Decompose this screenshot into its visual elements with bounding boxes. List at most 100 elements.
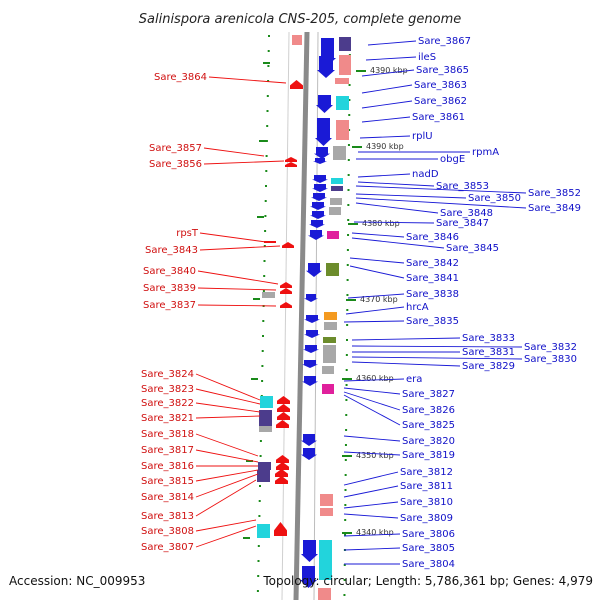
tick-dot bbox=[258, 515, 261, 517]
left-leader-line bbox=[195, 433, 259, 457]
tick-dot bbox=[261, 350, 264, 352]
left-gene-label: Sare_3843 bbox=[145, 245, 198, 256]
right-gene-label: Sare_3831 bbox=[462, 347, 515, 358]
tick-dot bbox=[344, 534, 347, 536]
forward-gene-arrow bbox=[306, 263, 322, 277]
right-leader-line bbox=[349, 265, 405, 279]
tick-dot bbox=[346, 294, 349, 296]
cog-block bbox=[323, 337, 336, 343]
forward-gene-arrow bbox=[308, 230, 324, 240]
right-leader-line bbox=[343, 513, 399, 519]
left-leader-line bbox=[195, 388, 261, 405]
left-leader-line bbox=[197, 304, 277, 307]
tick-dot bbox=[345, 399, 348, 401]
forward-gene-arrow bbox=[301, 434, 317, 446]
cog-block bbox=[259, 426, 272, 432]
left-gene-label: Sare_3839 bbox=[143, 283, 196, 294]
right-gene-label: Sare_3826 bbox=[402, 405, 455, 416]
tick-mark bbox=[257, 216, 264, 218]
right-leader-line bbox=[347, 293, 405, 299]
tick-dot bbox=[343, 564, 346, 566]
forward-gene-arrow bbox=[304, 330, 320, 338]
right-leader-line bbox=[351, 345, 523, 348]
tick-dot bbox=[346, 279, 349, 281]
right-gene-label: Sare_3847 bbox=[436, 218, 489, 229]
right-leader-line bbox=[361, 69, 415, 77]
reverse-gene-arrow bbox=[285, 162, 297, 167]
forward-gene-arrow bbox=[309, 220, 325, 228]
tick-dot bbox=[343, 594, 346, 596]
tick-dot bbox=[259, 455, 262, 457]
right-gene-label: rplU bbox=[412, 131, 433, 142]
reverse-gene-arrow bbox=[276, 455, 289, 463]
left-leader-line bbox=[195, 449, 259, 463]
tick-dot bbox=[348, 99, 351, 101]
tick-dot bbox=[265, 155, 268, 157]
tick-dot bbox=[263, 245, 266, 247]
tick-dot bbox=[347, 174, 350, 176]
right-leader-line bbox=[365, 56, 417, 61]
reverse-gene-arrow bbox=[280, 288, 292, 294]
left-gene-label: Sare_3822 bbox=[141, 398, 194, 409]
left-gene-label: Sare_3856 bbox=[149, 159, 202, 170]
forward-gene-arrow bbox=[301, 540, 318, 562]
cog-block bbox=[322, 366, 334, 374]
cog-block bbox=[324, 322, 337, 330]
tick-dot bbox=[345, 429, 348, 431]
right-gene-label: Sare_3827 bbox=[402, 389, 455, 400]
tick-dot bbox=[347, 204, 350, 206]
reverse-gene-arrow bbox=[277, 404, 290, 412]
tick-dot bbox=[347, 144, 350, 146]
topology-text: Topology: circular; Length: 5,786,361 bp… bbox=[262, 574, 593, 588]
tick-dot bbox=[267, 65, 270, 67]
right-gene-label: Sare_3832 bbox=[524, 342, 577, 353]
left-gene-label: Sare_3817 bbox=[141, 445, 194, 456]
left-leader-line bbox=[195, 519, 257, 532]
right-leader-line bbox=[359, 135, 411, 139]
right-gene-label: Sare_3867 bbox=[418, 36, 471, 47]
tick-dot bbox=[258, 500, 261, 502]
right-gene-label: Sare_3830 bbox=[524, 354, 577, 365]
tick-dot bbox=[257, 545, 260, 547]
right-gene-label: Sare_3850 bbox=[468, 193, 521, 204]
tick-mark bbox=[246, 460, 253, 462]
tick-dot bbox=[344, 504, 347, 506]
cog-block bbox=[320, 508, 333, 516]
tick-dot bbox=[346, 264, 349, 266]
right-gene-label: Sare_3853 bbox=[436, 181, 489, 192]
right-gene-label: Sare_3852 bbox=[528, 188, 581, 199]
reverse-gene-bar bbox=[264, 241, 276, 243]
left-gene-label: Sare_3815 bbox=[141, 476, 194, 487]
right-leader-line bbox=[361, 100, 413, 109]
tick-dot bbox=[267, 50, 270, 52]
left-gene-label: Sare_3814 bbox=[141, 492, 194, 503]
tick-dot bbox=[262, 290, 265, 292]
right-gene-label: Sare_3825 bbox=[402, 420, 455, 431]
right-leader-line bbox=[351, 356, 523, 360]
left-gene-label: Sare_3837 bbox=[143, 300, 196, 311]
cog-block bbox=[322, 384, 334, 394]
left-gene-label: Sare_3864 bbox=[154, 72, 207, 83]
tick-dot bbox=[347, 159, 350, 161]
right-leader-line bbox=[357, 181, 435, 187]
reverse-gene-arrow bbox=[274, 522, 287, 536]
left-leader-line bbox=[197, 270, 279, 285]
tick-dot bbox=[264, 230, 267, 232]
tick-dot bbox=[344, 519, 347, 521]
cog-block bbox=[335, 78, 349, 84]
kbp-label: 4340 kbp bbox=[356, 528, 394, 537]
tick-mark bbox=[253, 298, 260, 300]
tick-dot bbox=[344, 444, 347, 446]
right-gene-label: rpmA bbox=[472, 147, 499, 158]
tick-dot bbox=[259, 485, 261, 487]
right-gene-label: Sare_3811 bbox=[400, 481, 453, 492]
tick-dot bbox=[347, 234, 350, 236]
cog-block bbox=[331, 178, 343, 184]
right-leader-line bbox=[343, 533, 401, 537]
right-leader-line bbox=[343, 320, 405, 323]
reverse-gene-arrow bbox=[277, 396, 290, 404]
tick-dot bbox=[345, 384, 348, 386]
tick-dot bbox=[262, 320, 265, 322]
